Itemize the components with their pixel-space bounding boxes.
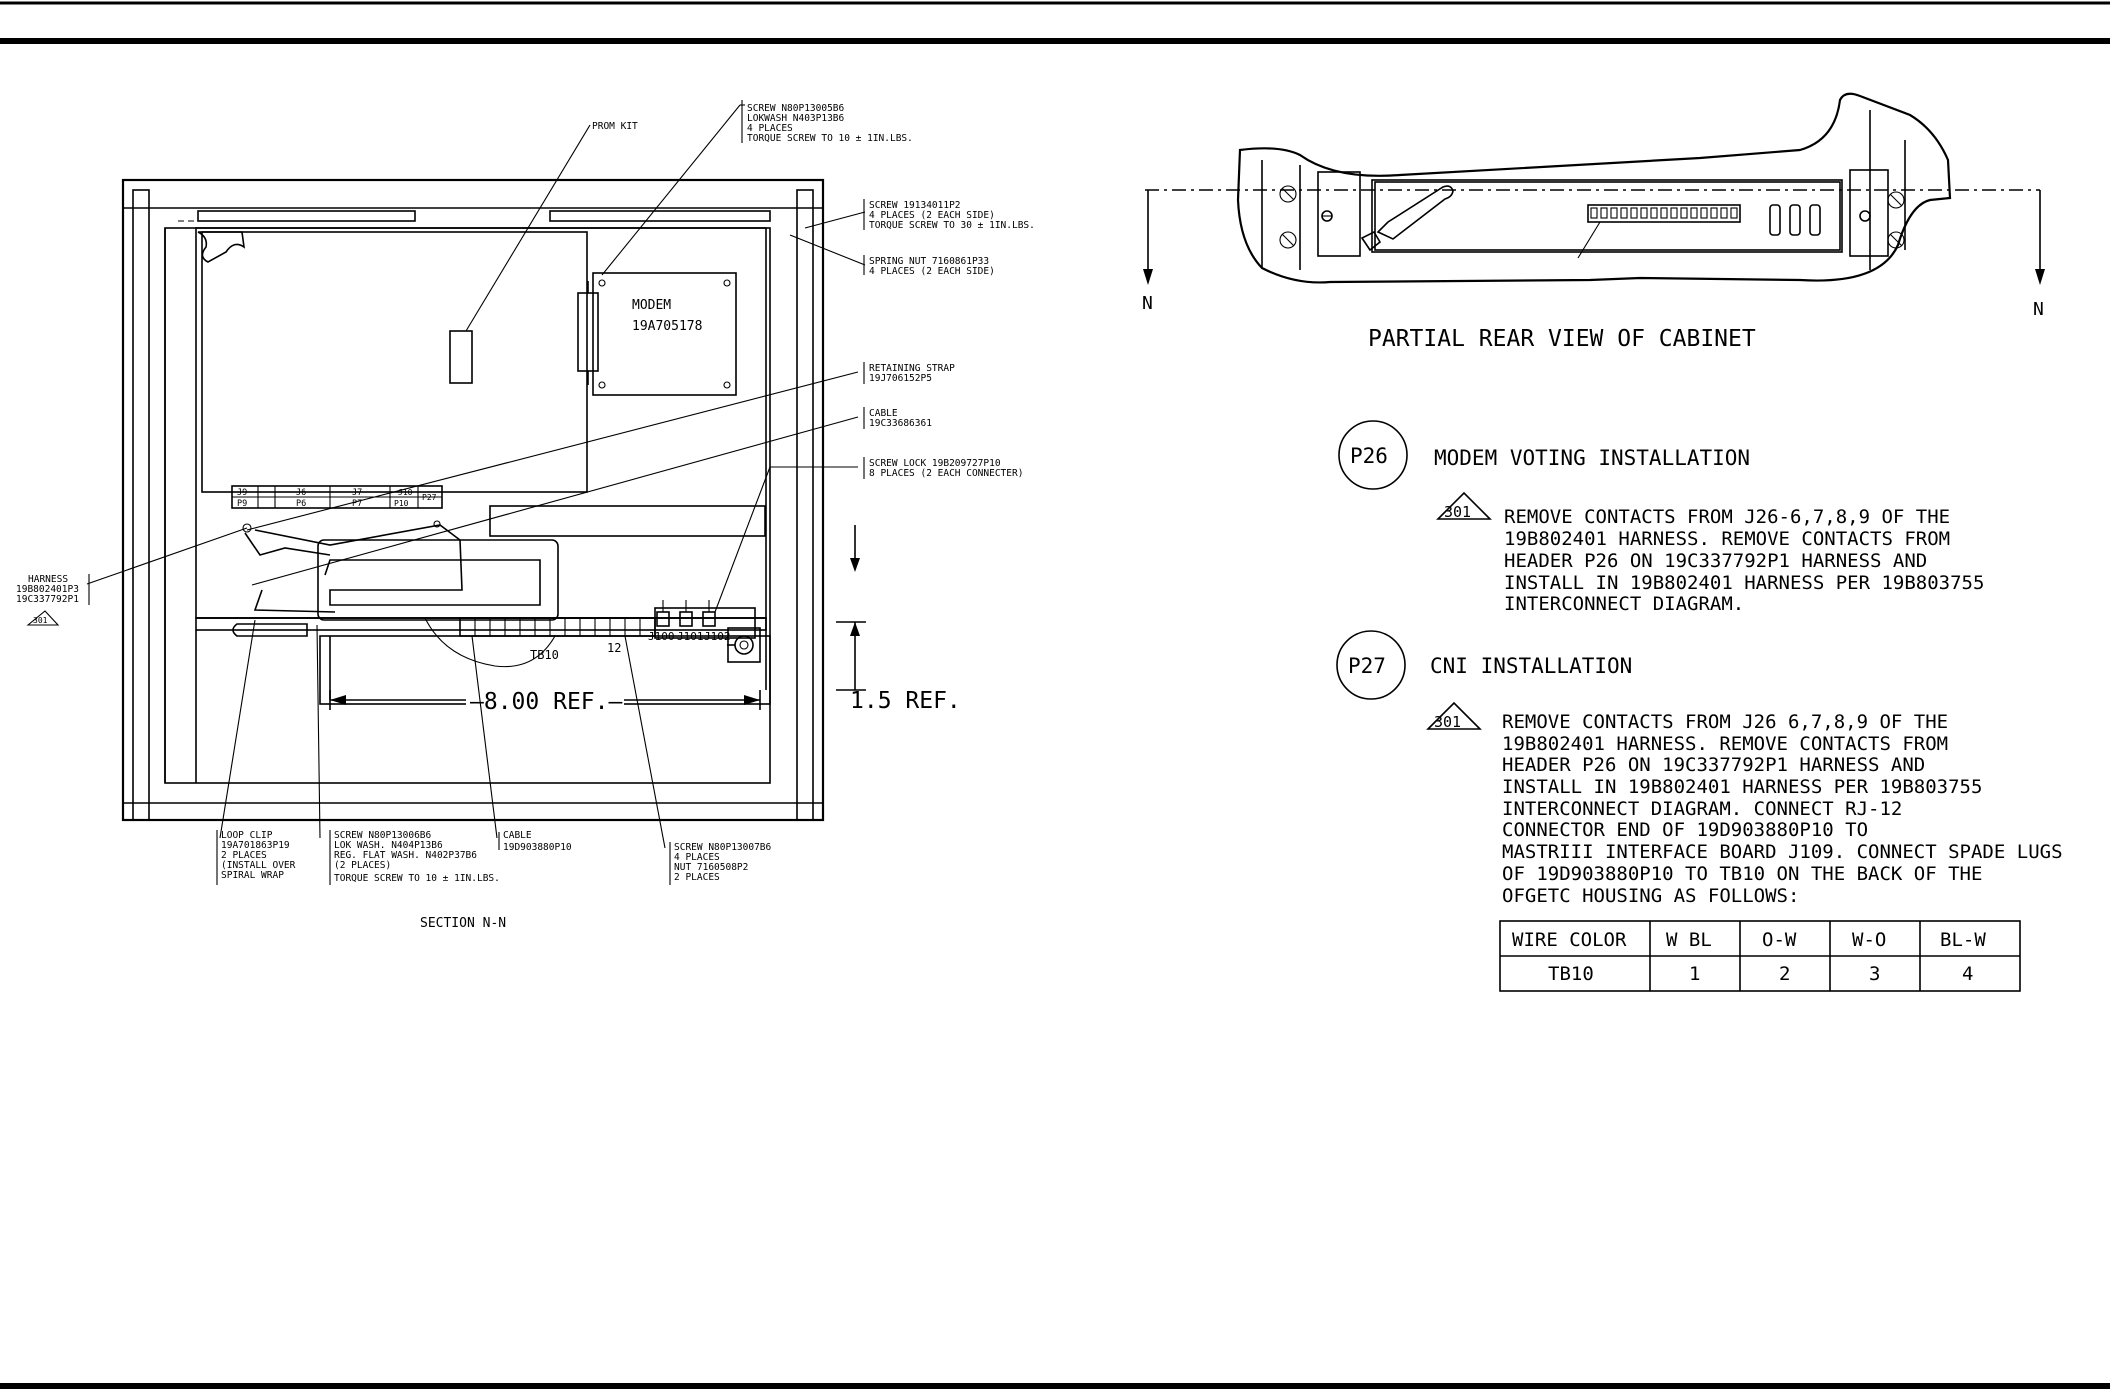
connector-p7: P7 (352, 499, 362, 509)
table-header-w-bl: W BL (1666, 929, 1712, 951)
p26-body: REMOVE CONTACTS FROM J26-6,7,8,9 OF THE … (1504, 506, 1996, 615)
table-header-wire-color: WIRE COLOR (1512, 929, 1627, 951)
table-cell: 4 (1962, 963, 1973, 985)
rear-view-caption: PARTIAL REAR VIEW OF CABINET (1368, 326, 1756, 352)
svg-text:301: 301 (33, 616, 48, 625)
table-cell: 1 (1689, 963, 1700, 985)
table-header-w-o: W-O (1852, 929, 1886, 951)
p27-rev: 301 (1434, 713, 1461, 731)
note-p26: P26 MODEM VOTING INSTALLATION 301 REMOVE… (1338, 420, 1996, 615)
connector-p9: P9 (237, 499, 247, 509)
dimension-width: —8.00 REF.— (470, 689, 622, 715)
connector-p10: P10 (394, 499, 409, 508)
connector-j10: J10 (398, 488, 413, 497)
section-marker-n-right: N (2033, 299, 2044, 320)
callout-prom-kit: PROM KIT (592, 121, 638, 132)
note-p27: P27 CNI INSTALLATION 301 REMOVE CONTACTS… (1336, 630, 2074, 907)
connector-j7: J7 (352, 488, 362, 498)
modem-label: MODEM (632, 298, 671, 313)
connector-j6: J6 (296, 488, 306, 498)
modem-part-number: 19A705178 (632, 319, 702, 334)
table-header-o-w: O-W (1762, 929, 1797, 951)
modem-board (592, 272, 737, 396)
rear-terminal-strip (1587, 204, 1741, 223)
p26-title: MODEM VOTING INSTALLATION (1434, 446, 1750, 470)
p26-rev: 301 (1444, 503, 1471, 521)
table-cell: 2 (1779, 963, 1790, 985)
dimension-height: 1.5 REF. (850, 688, 961, 714)
connector-p27: P27 (422, 493, 437, 502)
p26-tag: P26 (1350, 444, 1388, 468)
revision-triangle-icon (1436, 491, 1492, 520)
prom-kit-chip (449, 330, 473, 384)
connector-j9: J9 (237, 488, 247, 498)
rear-view: N N PARTIAL REAR VIEW OF CABINET (1142, 92, 2045, 352)
table-header-bl-w: BL-W (1940, 929, 1986, 951)
tb10-label: TB10 (530, 648, 559, 662)
table-cell: TB10 (1548, 963, 1594, 985)
section-caption: SECTION N-N (420, 916, 506, 931)
p27-body: REMOVE CONTACTS FROM J26 6,7,8,9 OF THE … (1502, 711, 2074, 907)
connector-p6: P6 (296, 499, 306, 509)
tb10-end-label: 12 (607, 641, 621, 655)
revision-triangle-icon (1426, 701, 1482, 730)
p27-title: CNI INSTALLATION (1430, 654, 1632, 678)
section-view: MODEM 19A705178 J9 P9 J6 P6 J7 P7 J10 P1… (16, 100, 1035, 931)
section-marker-n-left: N (1142, 293, 1153, 314)
table-cell: 3 (1869, 963, 1880, 985)
p27-tag: P27 (1348, 654, 1386, 678)
wire-color-table: WIRE COLOR W BL O-W W-O BL-W TB10 1 2 3 … (1499, 920, 2021, 992)
